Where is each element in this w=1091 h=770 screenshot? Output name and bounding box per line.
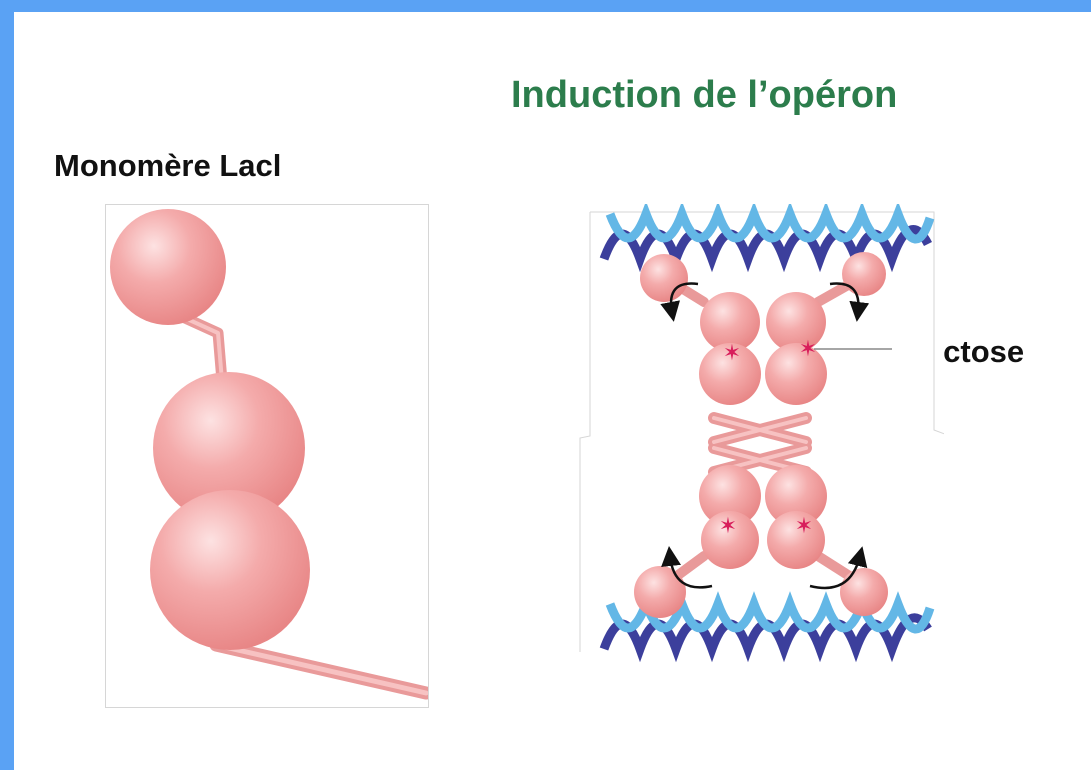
lactose-star: ✶ [719, 514, 737, 539]
slide: Induction de l’opéron Monomère Lacl Lact… [14, 12, 1091, 770]
monomer-drawing [106, 205, 428, 707]
monomer-label: Monomère Lacl [54, 148, 281, 184]
crossed-linkers [714, 418, 806, 472]
headpiece-domain [110, 209, 226, 325]
lactose-star: ✶ [795, 514, 813, 539]
induction-drawing: ✶ ✶ ✶ ✶ [574, 204, 944, 666]
core-sphere [765, 343, 827, 405]
dna-helix-top [604, 214, 930, 259]
headpiece-top-left [640, 254, 688, 302]
monomer-illustration [105, 204, 429, 708]
headpiece-bottom-left [634, 566, 686, 618]
core-domain-lower [150, 490, 310, 650]
lactose-star: ✶ [723, 341, 741, 366]
headpiece-bottom-right [840, 568, 888, 616]
slide-title: Induction de l’opéron [511, 74, 897, 117]
induction-illustration: ✶ ✶ ✶ ✶ [574, 204, 944, 666]
headpiece-top-right [842, 252, 886, 296]
